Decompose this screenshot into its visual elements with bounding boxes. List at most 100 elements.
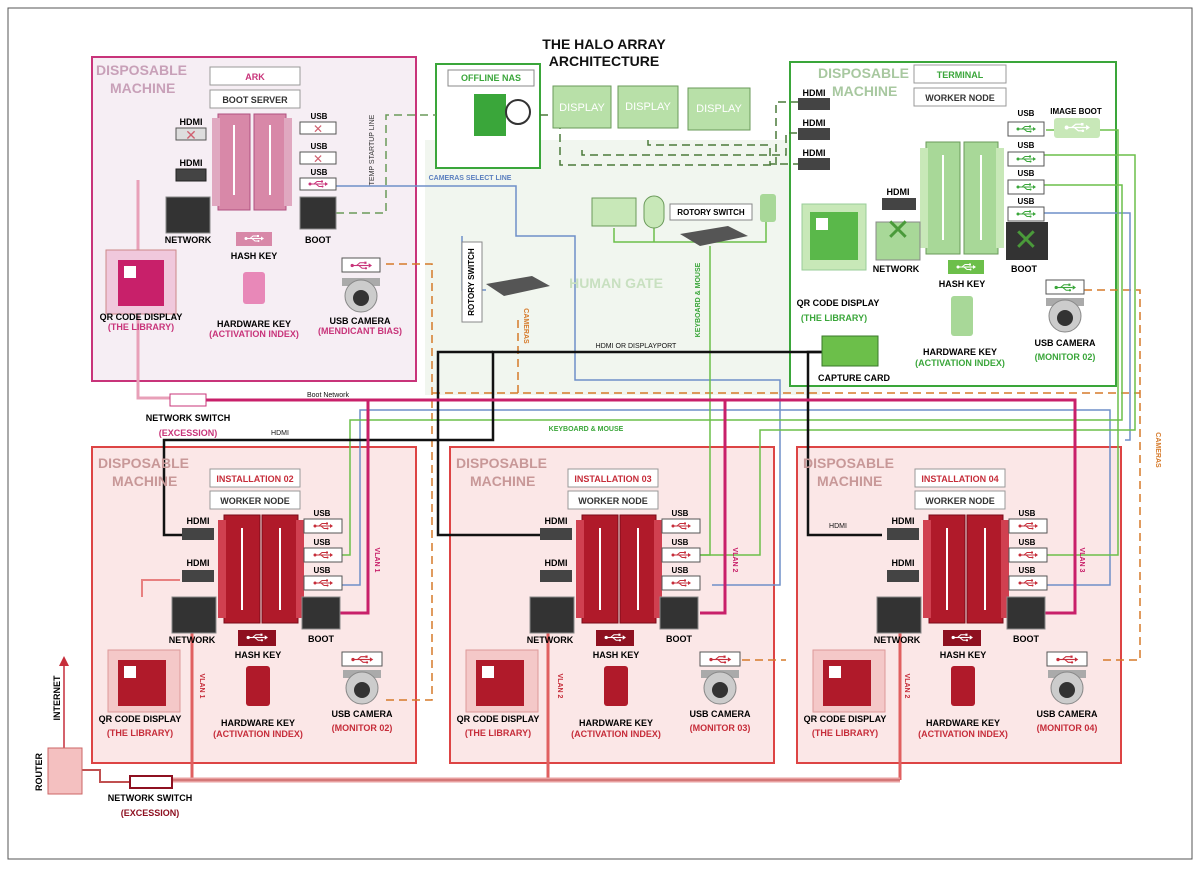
inst-3-hash-key-label: HASH KEY <box>593 650 640 660</box>
terminal-hdmi-4-label: HDMI <box>887 187 910 197</box>
temp-startup-line <box>336 114 436 214</box>
terminal-qr-library: (THE LIBRARY) <box>801 313 867 323</box>
ark-role-box <box>209 89 301 109</box>
inst02-hdmi-line <box>141 579 180 597</box>
ark-qr-library: (THE LIBRARY) <box>108 322 174 332</box>
terminal-hdmi-3-port <box>798 158 830 170</box>
capture-card-icon <box>821 335 879 367</box>
terminal-hdmi-1-label: HDMI <box>803 88 826 98</box>
inst-3-usb-camera-label: USB CAMERA <box>689 709 751 719</box>
kbm-bus-2 <box>700 154 1136 556</box>
ark-network-port <box>165 196 211 234</box>
inst-2-qr-label: QR CODE DISPLAY <box>99 714 182 724</box>
vlan-1-line <box>200 398 370 615</box>
ark-name: ARK <box>245 72 265 82</box>
rotory-switch-cam-label: ROTORY SWITCH <box>467 248 476 316</box>
inst-3-hdmi-2-port <box>540 570 572 582</box>
inst-3-name-box <box>567 468 659 488</box>
inst-4-hdmi-1-port <box>887 528 919 540</box>
kbm-switch-device-icon <box>680 226 748 246</box>
ark-boot-label: BOOT <box>305 235 332 245</box>
hdmi-line-03 <box>436 350 540 537</box>
terminal-network-disabled-icon: ✕ <box>885 214 910 247</box>
terminal-hash-key-label: HASH KEY <box>939 279 986 289</box>
inst-3-hdmi-1-label: HDMI <box>545 516 568 526</box>
inst-2-hdmi-2-label: HDMI <box>187 558 210 568</box>
inst-4-hardware-key-label: HARDWARE KEY <box>926 718 1000 728</box>
ark-usb-label-2: USB <box>311 142 328 151</box>
inst-4-monitor-label: (MONITOR 04) <box>1037 723 1098 733</box>
ark-usb-port-1 <box>299 121 337 135</box>
terminal-hdmi-3-label: HDMI <box>803 148 826 158</box>
inst-2-boot-label: BOOT <box>308 634 335 644</box>
inst-2-monitor-label: (MONITOR 02) <box>332 723 393 733</box>
svg-text:DISPLAY: DISPLAY <box>559 102 605 114</box>
inst-4-activation-index: (ACTIVATION INDEX) <box>918 729 1008 739</box>
inst-4-usb-label-2: USB <box>1019 538 1036 547</box>
kbm-bus <box>342 184 1123 556</box>
inst-3-disposable-1: DISPOSABLE <box>456 455 547 471</box>
cameras-select-terminal <box>1044 212 1131 441</box>
inst-3-boot-port <box>659 596 699 630</box>
inst-2-usb-label-3: USB <box>314 566 331 575</box>
terminal-hardware-key-label: HARDWARE KEY <box>923 347 997 357</box>
terminal-usb-label-1: USB <box>1018 109 1035 118</box>
ark-hdmi-1-disabled-icon: ✕ <box>185 127 197 143</box>
inst-3-hdmi-1-port <box>540 528 572 540</box>
inst-4-usb-label-3: USB <box>1019 566 1036 575</box>
internet-label: INTERNET <box>52 675 62 721</box>
terminal-boot-port <box>1006 222 1048 260</box>
inst-2-usb-camera-label: USB CAMERA <box>331 709 393 719</box>
inst-3-vlan-left-label: VLAN 2 <box>556 674 563 699</box>
inst-2-disposable-1: DISPOSABLE <box>98 455 189 471</box>
inst-3-server-rail-left <box>576 520 584 618</box>
terminal-network-port <box>875 221 921 261</box>
terminal-network-label: NETWORK <box>873 264 920 274</box>
svg-text:DISPLAY: DISPLAY <box>625 101 671 113</box>
terminal-camera-icon <box>1046 298 1084 333</box>
inst-4-network-label: NETWORK <box>874 635 921 645</box>
inst-4-hdmi-2-label: HDMI <box>892 558 915 568</box>
network-switch-ark-icon <box>169 393 207 407</box>
vlan-3-line <box>725 398 1077 615</box>
ark-usb-camera-label: USB CAMERA <box>329 316 391 326</box>
inst-2-role: WORKER NODE <box>220 496 290 506</box>
terminal-name: TERMINAL <box>937 70 984 80</box>
inst-04-hdmi-line-label: HDMI <box>829 523 847 530</box>
ark-disposable-1: DISPOSABLE <box>96 62 187 78</box>
terminal-usb-label-3: USB <box>1018 169 1035 178</box>
ark-network-label: NETWORK <box>165 235 212 245</box>
ark-qr-finder <box>124 266 136 278</box>
inst-4-hash-key-label: HASH KEY <box>940 650 987 660</box>
hdmi-displayport-label: HDMI OR DISPLAYPORT <box>596 343 677 350</box>
router-label: ROUTER <box>34 753 44 792</box>
inst-2-vlan-left-label: VLAN 1 <box>198 674 205 699</box>
ark-hdmi-1-label: HDMI <box>180 117 203 127</box>
inst-3-disposable-2: MACHINE <box>470 473 535 489</box>
inst-3-qr-label: QR CODE DISPLAY <box>457 714 540 724</box>
inst-2-network-label: NETWORK <box>169 635 216 645</box>
hdmi-line-label: HDMI <box>271 430 289 437</box>
cameras-line-ark <box>385 263 433 701</box>
inst-2-hardware-key-icon <box>246 666 270 706</box>
title-line-1: THE HALO ARRAY <box>542 36 666 52</box>
inst-2-name-box <box>209 468 301 488</box>
capture-card-label: CAPTURE CARD <box>818 373 891 383</box>
ark-hdmi-1-port <box>175 127 207 141</box>
network-switch-bottom-icon <box>129 775 173 789</box>
ark-machine-box <box>91 56 417 382</box>
display-2: DISPLAY <box>617 85 679 129</box>
inst-4-server-rail-left <box>923 520 931 618</box>
inst-4-qr-finder <box>829 666 841 678</box>
rotory-switch-kbm-label: ROTORY SWITCH <box>677 208 745 217</box>
terminal-activation-index: (ACTIVATION INDEX) <box>915 358 1005 368</box>
terminal-name-box <box>913 64 1007 84</box>
ark-usb-label-1: USB <box>311 112 328 121</box>
inst-4-camera-lens <box>1059 682 1075 698</box>
inst-4-usb-camera-label: USB CAMERA <box>1036 709 1098 719</box>
ark-hardware-key-label: HARDWARE KEY <box>217 319 291 329</box>
page-frame <box>7 7 1193 860</box>
inst-2-disposable-2: MACHINE <box>112 473 177 489</box>
ark-usb-port-2 <box>299 151 337 165</box>
